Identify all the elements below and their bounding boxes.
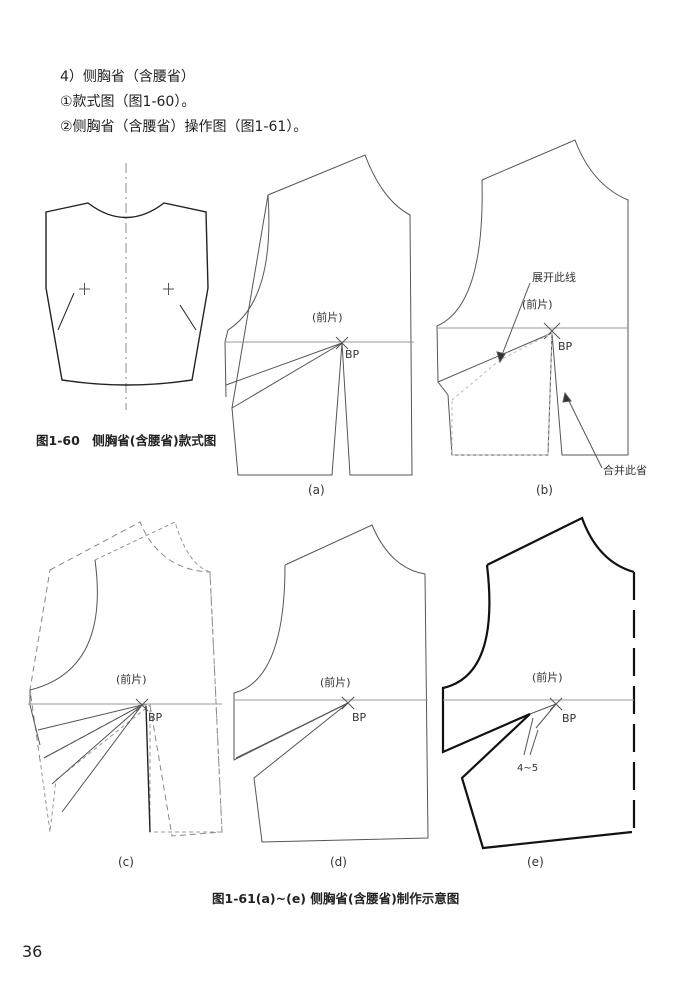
pattern-panel-b	[436, 139, 629, 469]
bp-label-e: BP	[562, 712, 577, 725]
panel-a-armhole	[224, 194, 270, 398]
open-line-label: 展开此线	[532, 270, 576, 284]
bp-label-b: BP	[558, 340, 573, 353]
pattern-panel-d	[233, 524, 429, 843]
panel-c-rotated-outline	[29, 521, 223, 837]
panel-b-dart-leg	[437, 332, 553, 383]
garment-outline	[45, 202, 209, 386]
panel-label-b: (b)	[536, 483, 553, 497]
style-drawing-line: ①款式图（图1-60）。	[60, 94, 196, 110]
front-piece-label-a: (前片)	[312, 310, 343, 324]
panel-label-d: (d)	[330, 855, 347, 869]
panel-e-outline	[441, 564, 633, 850]
front-piece-label-d: (前片)	[320, 675, 351, 689]
dart-size-label: 4~5	[517, 763, 538, 774]
left-side-dart	[57, 292, 75, 331]
panel-a-dart-leg2	[231, 342, 343, 409]
bp-label-c: BP	[148, 711, 163, 724]
figure-1-60-caption: 图1-60 侧胸省(含腰省)款式图	[36, 433, 217, 448]
front-piece-label-e: (前片)	[532, 670, 563, 684]
right-side-dart	[179, 304, 197, 331]
open-line-pointer	[499, 282, 531, 361]
pattern-panel-c	[28, 521, 223, 837]
pattern-panel-a	[224, 154, 414, 476]
panel-label-a: (a)	[308, 483, 325, 497]
bp-label-a: BP	[345, 348, 360, 361]
panel-c-armhole	[29, 559, 98, 746]
panel-b-moved-piece	[451, 332, 553, 456]
panel-a-dart-leg1	[225, 342, 343, 386]
close-dart-label: 合并此省	[603, 463, 647, 477]
garment-style-drawing	[45, 163, 209, 410]
panel-label-c: (c)	[118, 855, 134, 869]
front-piece-label-b: (前片)	[522, 297, 553, 311]
page-number: 36	[22, 942, 43, 961]
panel-b-outline	[436, 139, 629, 456]
panel-label-e: (e)	[527, 855, 544, 869]
operation-drawing-line: ②侧胸省（含腰省）操作图（图1-61）。	[60, 119, 308, 135]
pattern-panel-e	[441, 516, 636, 850]
front-piece-label-c: (前片)	[116, 672, 147, 686]
panel-a-outline	[231, 154, 413, 476]
close-dart-pointer	[565, 394, 603, 469]
section-heading: 4）侧胸省（含腰省）	[60, 69, 195, 85]
dart-size-pointer	[523, 717, 534, 756]
bp-label-d: BP	[352, 711, 367, 724]
figure-1-61-caption: 图1-61(a)~(e) 侧胸省(含腰省)制作示意图	[212, 891, 460, 906]
panel-e-shoulder-neck	[486, 516, 635, 574]
